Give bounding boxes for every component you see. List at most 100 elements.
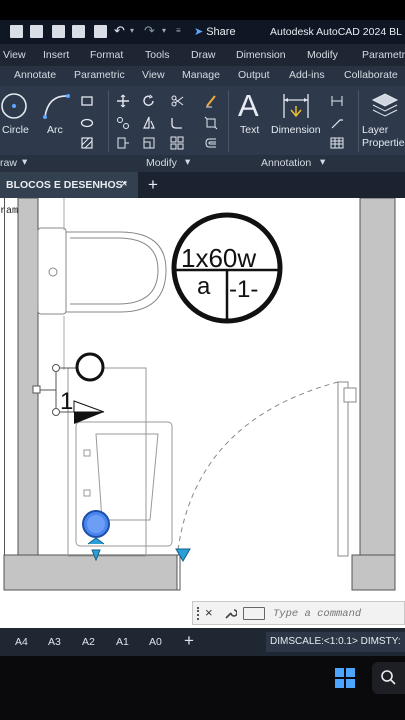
- status-dimscale: DIMSCALE:<1:0.1> DIMSTY:: [270, 636, 401, 647]
- drawing-canvas[interactable]: rame]: [0, 198, 405, 628]
- circle-label[interactable]: Circle: [2, 124, 29, 136]
- dimension-tool-icon[interactable]: [281, 92, 311, 120]
- ribbon-separator: [108, 90, 109, 152]
- menu-modify[interactable]: Modify: [307, 49, 338, 61]
- tab-parametric[interactable]: Parametric: [74, 69, 125, 81]
- rectangle-icon[interactable]: [80, 94, 94, 108]
- file-tab-blocos-e-desenhos[interactable]: BLOCOS E DESENHOS* ×: [0, 172, 138, 198]
- tab-manage[interactable]: Manage: [182, 69, 220, 81]
- table-icon[interactable]: [330, 136, 344, 150]
- add-layout-button[interactable]: +: [184, 631, 194, 650]
- hatch-icon[interactable]: [80, 136, 94, 150]
- taskbar-search-button[interactable]: [372, 662, 405, 694]
- file-tab-label: BLOCOS E DESENHOS*: [6, 179, 127, 191]
- layout-tab-a4[interactable]: A4: [15, 636, 28, 648]
- scale-icon[interactable]: [142, 136, 156, 150]
- tab-add-ins[interactable]: Add-ins: [289, 69, 325, 81]
- ribbon-separator: [228, 90, 229, 152]
- tab-collaborate[interactable]: Collaborate: [344, 69, 398, 81]
- new-tab-button[interactable]: +: [148, 175, 158, 194]
- copy-icon[interactable]: [116, 116, 130, 130]
- arc-tool-icon[interactable]: [42, 91, 70, 121]
- text-tool-icon[interactable]: A: [238, 88, 259, 123]
- undo-icon[interactable]: ↶: [114, 23, 125, 38]
- menu-view[interactable]: View: [3, 49, 26, 61]
- menu-bar: View Insert Format Tools Draw Dimension …: [0, 44, 405, 66]
- tab-view[interactable]: View: [142, 69, 165, 81]
- menu-insert[interactable]: Insert: [43, 49, 70, 61]
- share-label: Share: [206, 26, 236, 38]
- viewport-label[interactable]: rame]: [0, 206, 31, 217]
- recent-commands-icon[interactable]: [243, 607, 265, 620]
- file-tabs-bar: BLOCOS E DESENHOS* × +: [0, 172, 405, 198]
- redo-icon[interactable]: ↷: [144, 23, 155, 38]
- command-input[interactable]: [273, 606, 401, 621]
- layout-tab-a1[interactable]: A1: [116, 636, 129, 648]
- close-command-line-icon[interactable]: ×: [205, 605, 213, 620]
- move-icon[interactable]: [116, 94, 130, 108]
- arc-label[interactable]: Arc: [47, 124, 63, 136]
- customize-qat-icon[interactable]: ≡: [176, 26, 181, 35]
- windows-start-icon[interactable]: [335, 668, 355, 688]
- frame-line-left: [4, 198, 5, 590]
- trim-icon[interactable]: [170, 94, 184, 108]
- leader-grip: [32, 385, 41, 394]
- menu-tools[interactable]: Tools: [145, 49, 170, 61]
- panel-modify-label[interactable]: Modify: [146, 157, 177, 169]
- offset-icon[interactable]: [204, 136, 218, 150]
- drag-handle-icon[interactable]: [197, 607, 201, 620]
- mirror-icon[interactable]: [142, 116, 156, 130]
- right-wall: [359, 198, 396, 591]
- layout-tab-a0[interactable]: A0: [149, 636, 162, 648]
- panel-draw-dropdown-icon[interactable]: ▾: [22, 156, 28, 168]
- text-label[interactable]: Text: [240, 124, 260, 136]
- layer-properties-label[interactable]: Layer Properties: [362, 124, 405, 149]
- tab-output[interactable]: Output: [238, 69, 270, 81]
- explode-icon[interactable]: [204, 116, 218, 130]
- bottom-wall: [3, 554, 178, 591]
- quick-access-toolbar: ↶ ▾ ↷ ▾ ≡ ➤Share Autodesk AutoCAD 2024 B…: [0, 20, 405, 44]
- customize-wrench-icon[interactable]: [223, 606, 237, 620]
- undo-dropdown-icon[interactable]: ▾: [130, 26, 135, 35]
- tab-annotate[interactable]: Annotate: [14, 69, 57, 81]
- panel-annotation-dropdown-icon[interactable]: ▾: [320, 156, 326, 168]
- sink-block: [67, 367, 173, 557]
- room-tag-letter: a: [197, 273, 211, 300]
- circle-tool-icon[interactable]: [1, 91, 27, 121]
- share-button[interactable]: ➤Share: [194, 25, 236, 38]
- fillet-icon[interactable]: [170, 116, 184, 130]
- erase-icon[interactable]: [204, 94, 218, 108]
- share-icon: ➤: [194, 26, 204, 38]
- array-icon[interactable]: [170, 136, 184, 150]
- plot-icon[interactable]: [94, 25, 107, 38]
- panel-annotation-label[interactable]: Annotation: [261, 157, 312, 169]
- menu-dimension[interactable]: Dimension: [236, 49, 286, 61]
- redo-dropdown-icon[interactable]: ▾: [162, 26, 167, 35]
- save-to-web-icon[interactable]: [72, 25, 85, 38]
- menu-parametric[interactable]: Parametr: [362, 49, 405, 61]
- stretch-icon[interactable]: [116, 136, 130, 150]
- leader-icon[interactable]: [330, 116, 344, 130]
- layout-tab-a2[interactable]: A2: [82, 636, 95, 648]
- menu-draw[interactable]: Draw: [191, 49, 216, 61]
- layer-properties-icon[interactable]: [371, 92, 399, 118]
- menu-format[interactable]: Format: [90, 49, 124, 61]
- save-icon[interactable]: [10, 25, 23, 38]
- status-bar[interactable]: DIMSCALE:<1:0.1> DIMSTY:: [266, 632, 405, 652]
- save-as-icon[interactable]: [30, 25, 43, 38]
- linear-dimension-icon[interactable]: [330, 94, 344, 108]
- panel-modify-dropdown-icon[interactable]: ▾: [185, 156, 191, 168]
- panel-draw-label[interactable]: raw: [0, 157, 17, 169]
- close-tab-icon[interactable]: ×: [121, 178, 128, 190]
- app-title: Autodesk AutoCAD 2024 BL: [270, 26, 402, 38]
- ribbon: Circle Arc A Text Dimension Layer Proper…: [0, 86, 405, 172]
- dimension-label[interactable]: Dimension: [271, 124, 321, 136]
- door-leaf: [337, 381, 349, 557]
- bottom-wall-right: [351, 554, 396, 591]
- left-wall: [17, 198, 39, 559]
- ribbon-separator: [358, 90, 359, 152]
- layout-tab-a3[interactable]: A3: [48, 636, 61, 648]
- open-from-web-icon[interactable]: [52, 25, 65, 38]
- ellipse-icon[interactable]: [80, 116, 94, 130]
- rotate-icon[interactable]: [142, 94, 156, 108]
